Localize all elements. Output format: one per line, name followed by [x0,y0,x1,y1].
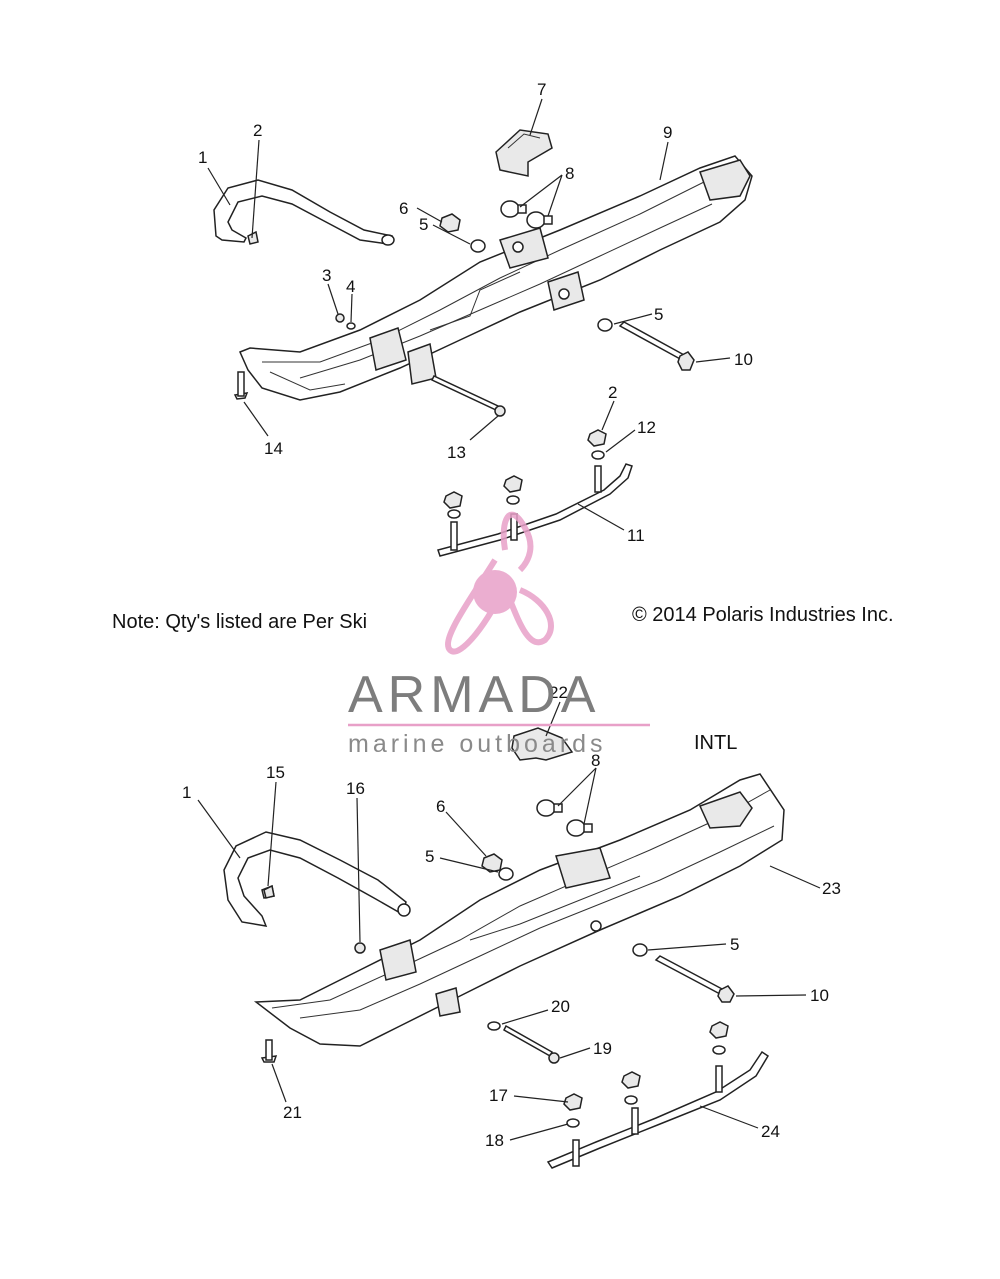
callout: 20 [551,997,570,1016]
ski-body-bottom [253,773,785,1047]
callout: 8 [565,164,574,183]
part-5-washer-top-b [597,318,613,332]
part-10-bolt-bottom [654,955,735,1003]
intl-label: INTL [694,732,738,754]
callout: 19 [593,1039,612,1058]
part-5-washer-bottom [498,867,514,881]
part-8-top [500,200,553,229]
callout: 2 [253,121,262,140]
bottom-assembly [223,727,785,1169]
part-6-top [439,213,461,233]
part-24-runner-bottom [546,1050,770,1169]
callout: 12 [637,418,656,437]
callout: 21 [283,1103,302,1122]
callouts-bottom: 1 15 16 22 8 6 5 5 23 10 20 19 17 18 21 … [182,683,841,1150]
part-14-top [233,371,249,400]
ski-body-top [238,155,753,401]
callout: 1 [198,148,207,167]
callout: 2 [608,383,617,402]
part-22-bottom [511,727,574,761]
callout: 23 [822,879,841,898]
copyright-text: © 2014 Polaris Industries Inc. [632,604,894,626]
callout: 11 [627,526,645,545]
part-5-washer-top [470,239,486,253]
callout: 3 [322,266,331,285]
callout: 6 [436,797,445,816]
callout: 17 [489,1086,508,1105]
part-4-top [346,322,356,330]
callout: 10 [810,986,829,1005]
callout: 6 [399,199,408,218]
callout: 7 [537,80,546,99]
callout: 5 [425,847,434,866]
callout: 4 [346,277,355,296]
callout: 14 [264,439,283,458]
callout: 5 [419,215,428,234]
callout: 5 [654,305,663,324]
callout: 13 [447,443,466,462]
part-5-washer-bottom-b [632,943,648,957]
leaders-bottom [197,701,821,1141]
callout: 16 [346,779,365,798]
watermark-title: ARMADA [348,666,601,724]
part-20-bottom [487,1021,501,1031]
callout: 9 [663,123,672,142]
callout: 10 [734,350,753,369]
part-21-bottom [260,1039,278,1063]
part-10-bolt-top [618,321,695,371]
callout: 18 [485,1131,504,1150]
leaders-top [207,98,731,531]
part-3-top [335,313,345,323]
ski-handle-bottom [223,831,411,927]
part-11-runner-top [437,463,633,557]
part-15-bottom [263,884,275,899]
quantity-note: Note: Qty's listed are Per Ski [112,611,368,633]
callout: 24 [761,1122,780,1141]
callout: 5 [730,935,739,954]
part-13-top [430,375,506,417]
part-8-bottom [536,799,593,837]
runner-nuts-top [443,429,607,519]
top-assembly [213,129,753,557]
callout: 15 [266,763,285,782]
callout: 8 [591,751,600,770]
runner-nuts-bottom [563,1021,729,1128]
ski-handle-top [213,179,395,246]
part-19-bottom [503,1024,560,1064]
watermark-subtitle: marine outboards [348,730,607,758]
callouts-top: 1 2 3 4 5 5 6 7 8 9 10 11 2 12 13 14 [198,80,753,545]
watermark-propeller-logo [445,511,554,655]
part-16-bottom [354,942,366,954]
part-7-top [495,129,553,177]
callout: 22 [549,683,568,702]
callout: 1 [182,783,191,802]
